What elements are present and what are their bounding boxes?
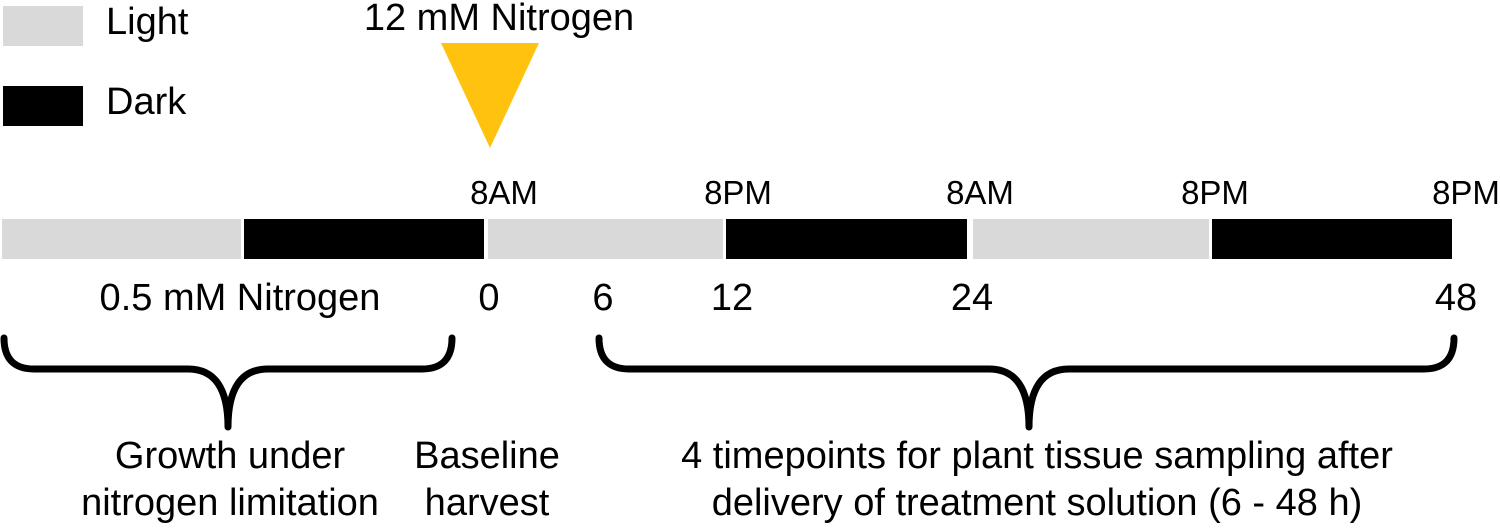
annotation-growth: Growth under nitrogen limitation — [81, 433, 379, 527]
bar-segment-dark — [726, 219, 967, 259]
annotation-sampling: 4 timepoints for plant tissue sampling a… — [681, 433, 1393, 527]
bar-segment-light — [2, 219, 241, 259]
time-label: 8AM — [470, 174, 538, 211]
tick-label: 48 — [1434, 277, 1478, 319]
treatment-arrow-icon — [441, 43, 539, 148]
treatment-label: 12 mM Nitrogen — [363, 0, 635, 39]
annotation-growth-line2: nitrogen limitation — [81, 482, 379, 524]
pretreatment-label: 0.5 mM Nitrogen — [99, 277, 381, 319]
legend-label-light: Light — [106, 1, 189, 43]
tick-label: 0 — [478, 277, 500, 319]
annotation-sampling-line2: delivery of treatment solution (6 - 48 h… — [711, 482, 1363, 524]
left-brace — [0, 334, 456, 431]
annotation-baseline-line1: Baseline — [414, 435, 560, 477]
tick-label: 6 — [592, 277, 614, 319]
tick-label: 24 — [950, 277, 994, 319]
legend-swatch-light — [3, 6, 83, 46]
bar-segment-light — [488, 219, 723, 259]
annotation-growth-line1: Growth under — [114, 435, 346, 477]
tick-label: 12 — [710, 277, 754, 319]
bar-segment-light — [973, 219, 1209, 259]
annotation-sampling-line1: 4 timepoints for plant tissue sampling a… — [681, 435, 1393, 477]
annotation-baseline: Baseline harvest — [414, 433, 560, 527]
legend-swatch-dark — [3, 86, 83, 126]
time-label: 8PM — [1432, 174, 1500, 211]
bar-segment-dark — [244, 219, 484, 259]
legend-label-dark: Dark — [106, 81, 187, 123]
annotation-baseline-line2: harvest — [424, 482, 550, 524]
bar-segment-dark — [1212, 219, 1452, 259]
right-brace — [595, 334, 1458, 431]
time-label: 8AM — [946, 174, 1014, 211]
time-label: 8PM — [704, 174, 772, 211]
time-label: 8PM — [1181, 174, 1249, 211]
